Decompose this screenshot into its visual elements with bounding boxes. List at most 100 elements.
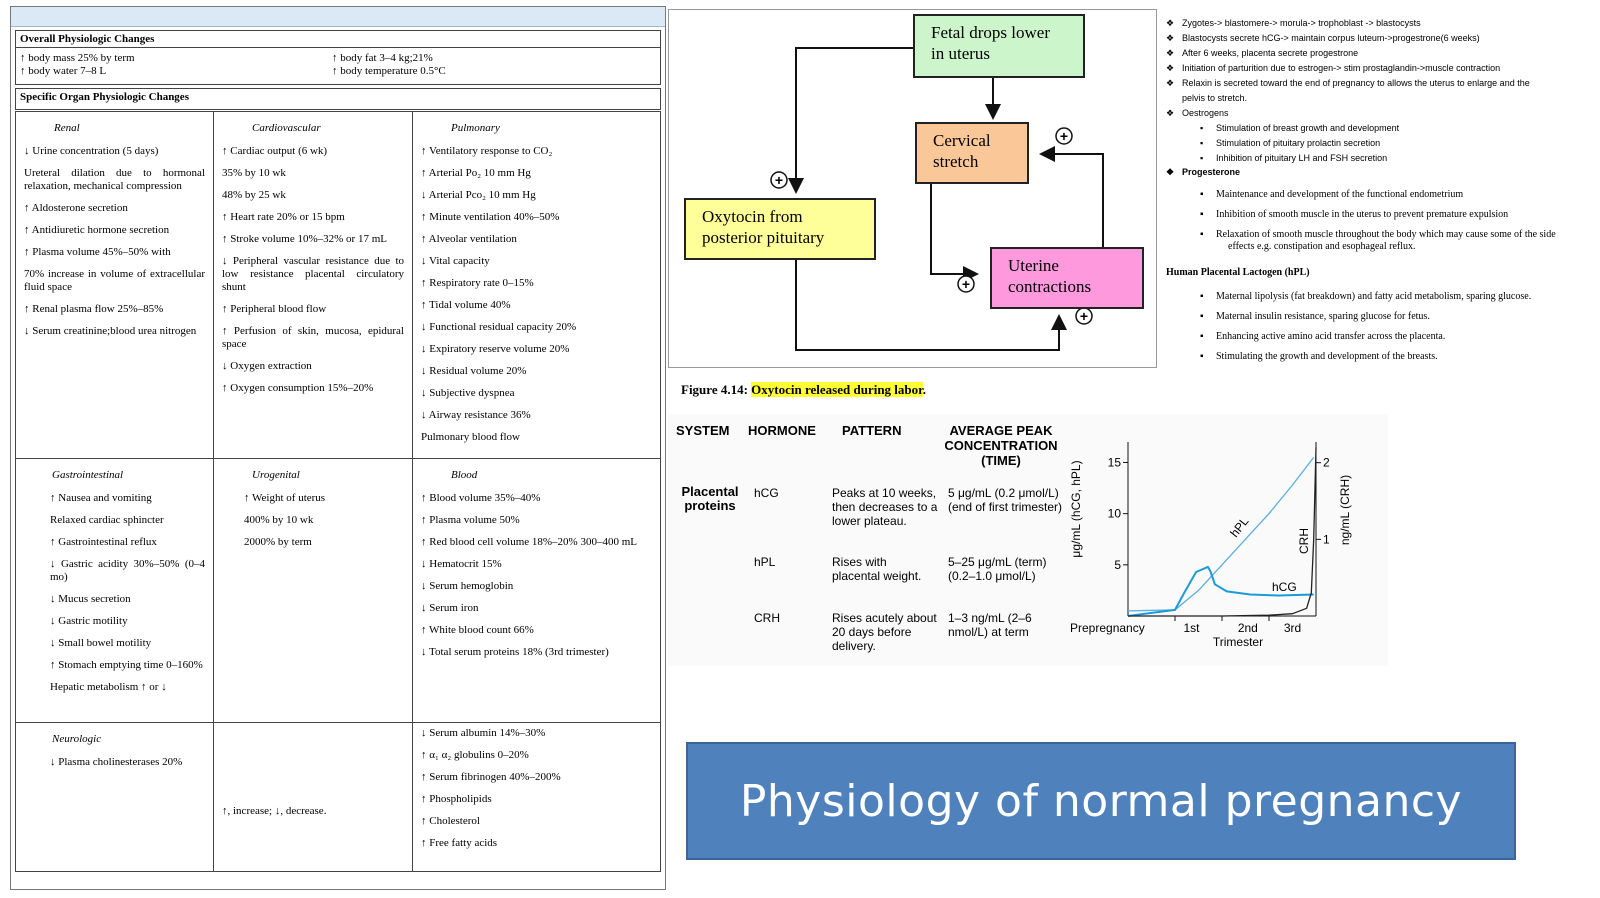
figure-caption-text: Oxytocin released during labor (751, 382, 923, 397)
gastrointestinal-item: ↓ Gastric acidity 30%–50% (0–4 mo) (50, 558, 205, 583)
diamond-bullet-icon: ❖ (1166, 18, 1175, 28)
y-right-tick-label: 2 (1323, 456, 1330, 470)
specific-changes-section: Specific Organ Physiologic Changes (15, 88, 661, 110)
oxytocin-box: Oxytocin from posterior pituitary (684, 198, 876, 260)
diamond-bullet-icon: ❖ (1166, 78, 1175, 88)
plus-circle (957, 275, 975, 293)
overall-item: ↑ body mass 25% by term (20, 52, 135, 64)
arrow-line (930, 183, 979, 282)
slide-title: Physiology of normal pregnancy (739, 775, 1463, 827)
system-placental-proteins: Placental proteins (681, 484, 739, 513)
gastrointestinal-item: Hepatic metabolism ↑ or ↓ (50, 681, 167, 693)
pulmonary-heading: Pulmonary (451, 122, 500, 134)
urogenital-heading: Urogenital (252, 469, 300, 481)
blood-heading: Blood (451, 469, 478, 481)
y-left-tick-label: 15 (1108, 455, 1122, 469)
gastrointestinal-item: ↑ Stomach emptying time 0–160% (50, 659, 203, 671)
diagram-arrows: + + + + (770, 47, 1104, 351)
cardiovascular-item: ↑ Peripheral blood flow (222, 303, 327, 315)
cardiovascular-heading: Cardiovascular (252, 122, 321, 134)
hormone-pattern: Rises with placental weight. (832, 555, 922, 583)
blood-item: ↑ Red blood cell volume 18%–20% 300–400 … (421, 536, 637, 548)
gastrointestinal-item: ↑ Gastrointestinal reflux (50, 536, 157, 548)
blood-item: ↑ Plasma volume 50% (421, 514, 520, 526)
blood-item: ↑ Phospholipids (421, 793, 492, 805)
note-item: pelvis to stretch. (1182, 93, 1248, 103)
note-subitem: ▪Maintenance and development of the func… (1200, 189, 1464, 200)
plus-sign: + (775, 172, 783, 188)
note-heading: Human Placental Lactogen (hPL) (1166, 267, 1310, 278)
arrow-line (1039, 146, 1104, 247)
cardiovascular-item: 48% by 25 wk (222, 189, 286, 201)
urogenital-item: 2000% by term (244, 536, 312, 548)
pulmonary-item: ↓ Arterial Pco₂ 10 mm Hg (421, 189, 536, 201)
x-axis-label: Trimester (1213, 635, 1263, 649)
y-right-tick-label: 1 (1323, 532, 1330, 546)
note-subitem: ▪Maternal lipolysis (fat breakdown) and … (1200, 291, 1532, 302)
slide-title-banner: Physiology of normal pregnancy (686, 742, 1516, 860)
cervical-stretch-box: Cervical stretch (915, 122, 1029, 184)
y-left-tick-label: 10 (1108, 507, 1122, 521)
pulmonary-item: ↑ Respiratory rate 0–15% (421, 277, 534, 289)
hormone-concentration: 5 μg/mL (0.2 μmol/L) (end of first trime… (948, 486, 1063, 514)
blood-item: ↑ Blood volume 35%–40% (421, 492, 541, 504)
square-bullet-icon: ▪ (1200, 123, 1204, 133)
cardiovascular-cell: Cardiovascular ↑ Cardiac output (6 wk) 3… (213, 111, 413, 459)
renal-item: ↓ Serum creatinine;blood urea nitrogen (24, 325, 197, 337)
note-subitem: ▪Stimulation of breast growth and develo… (1200, 123, 1400, 133)
square-bullet-icon: ▪ (1200, 229, 1204, 240)
pulmonary-item: ↑ Arterial Po₂ 10 mm Hg (421, 167, 531, 179)
urogenital-item: ↑ Weight of uterus (244, 492, 326, 504)
note-item: ❖Progesterone (1166, 167, 1241, 177)
series-line-hcg (1127, 565, 1314, 617)
renal-item: ↓ Urine concentration (5 days) (24, 145, 159, 157)
blood-continued-cell: ↓ Serum albumin 14%–30% ↑ α₁ α₂ globulin… (412, 722, 661, 872)
diamond-bullet-icon: ❖ (1166, 63, 1175, 73)
square-bullet-icon: ▪ (1200, 311, 1204, 322)
gastrointestinal-heading: Gastrointestinal (52, 469, 124, 481)
square-bullet-icon: ▪ (1200, 153, 1204, 163)
pulmonary-item: ↑ Alveolar ventilation (421, 233, 517, 245)
note-subitem: ▪Inhibition of pituitary LH and FSH secr… (1200, 153, 1388, 163)
note-subitem: ▪Relaxation of smooth muscle throughout … (1200, 229, 1556, 240)
note-item: ❖Oestrogens (1166, 108, 1229, 118)
square-bullet-icon: ▪ (1200, 331, 1204, 342)
blood-item: ↓ Serum hemoglobin (421, 580, 514, 592)
plus-circle (1055, 127, 1073, 145)
pulmonary-item: ↓ Subjective dyspnea (421, 387, 515, 399)
hormone-concentration: 5–25 μg/mL (term) (0.2–1.0 μmol/L) (948, 555, 1047, 583)
urogenital-item: 400% by 10 wk (244, 514, 314, 526)
square-bullet-icon: ▪ (1200, 351, 1204, 362)
renal-item: ↑ Plasma volume 45%–50% with (24, 246, 171, 258)
cardiovascular-item: ↓ Oxygen extraction (222, 360, 312, 372)
blood-item: ↑ Cholesterol (421, 815, 480, 827)
renal-item: 70% increase in volume of extracellular … (24, 268, 205, 293)
pulmonary-item: ↓ Functional residual capacity 20% (421, 321, 577, 333)
note-item: ❖Blastocysts secrete hCG-> maintain corp… (1166, 33, 1480, 43)
pulmonary-cell: Pulmonary ↑ Ventilatory response to CO₂ … (412, 111, 661, 459)
overall-item: ↑ body temperature 0.5°C (332, 65, 446, 77)
renal-item: Ureteral dilation due to hormonal relaxa… (24, 167, 205, 192)
cardiovascular-item: ↓ Peripheral vascular resistance due to … (222, 255, 404, 293)
renal-item: ↑ Antidiuretic hormone secretion (24, 224, 170, 236)
y-left-tick-label: 5 (1114, 558, 1121, 572)
blood-item: ↑ Serum fibrinogen 40%–200% (421, 771, 561, 783)
overall-item: ↑ body water 7–8 L (20, 65, 107, 77)
pulmonary-item: ↓ Airway resistance 36% (421, 409, 531, 421)
x-tick-label: 1st (1183, 621, 1200, 635)
figure-caption-suffix: . (922, 382, 926, 397)
pulmonary-item: ↑ Tidal volume 40% (421, 299, 511, 311)
note-item: ❖Relaxin is secreted toward the end of p… (1166, 78, 1530, 88)
arrow-line (788, 47, 913, 194)
hormone-concentration: 1–3 ng/mL (2–6 nmol/L) at term (948, 611, 1032, 639)
pulmonary-item: ↑ Ventilatory response to CO₂ (421, 145, 553, 157)
neurologic-item: ↓ Plasma cholinesterases 20% (50, 756, 183, 768)
square-bullet-icon: ▪ (1200, 138, 1204, 148)
note-subitem: ▪Enhancing active amino acid transfer ac… (1200, 331, 1446, 342)
figure-caption-prefix: Figure 4.14: (681, 382, 748, 397)
hormone-name: CRH (754, 611, 780, 625)
plus-circle (770, 171, 788, 189)
renal-cell: Renal ↓ Urine concentration (5 days) Ure… (15, 111, 214, 459)
renal-item: ↑ Renal plasma flow 25%–85% (24, 303, 164, 315)
